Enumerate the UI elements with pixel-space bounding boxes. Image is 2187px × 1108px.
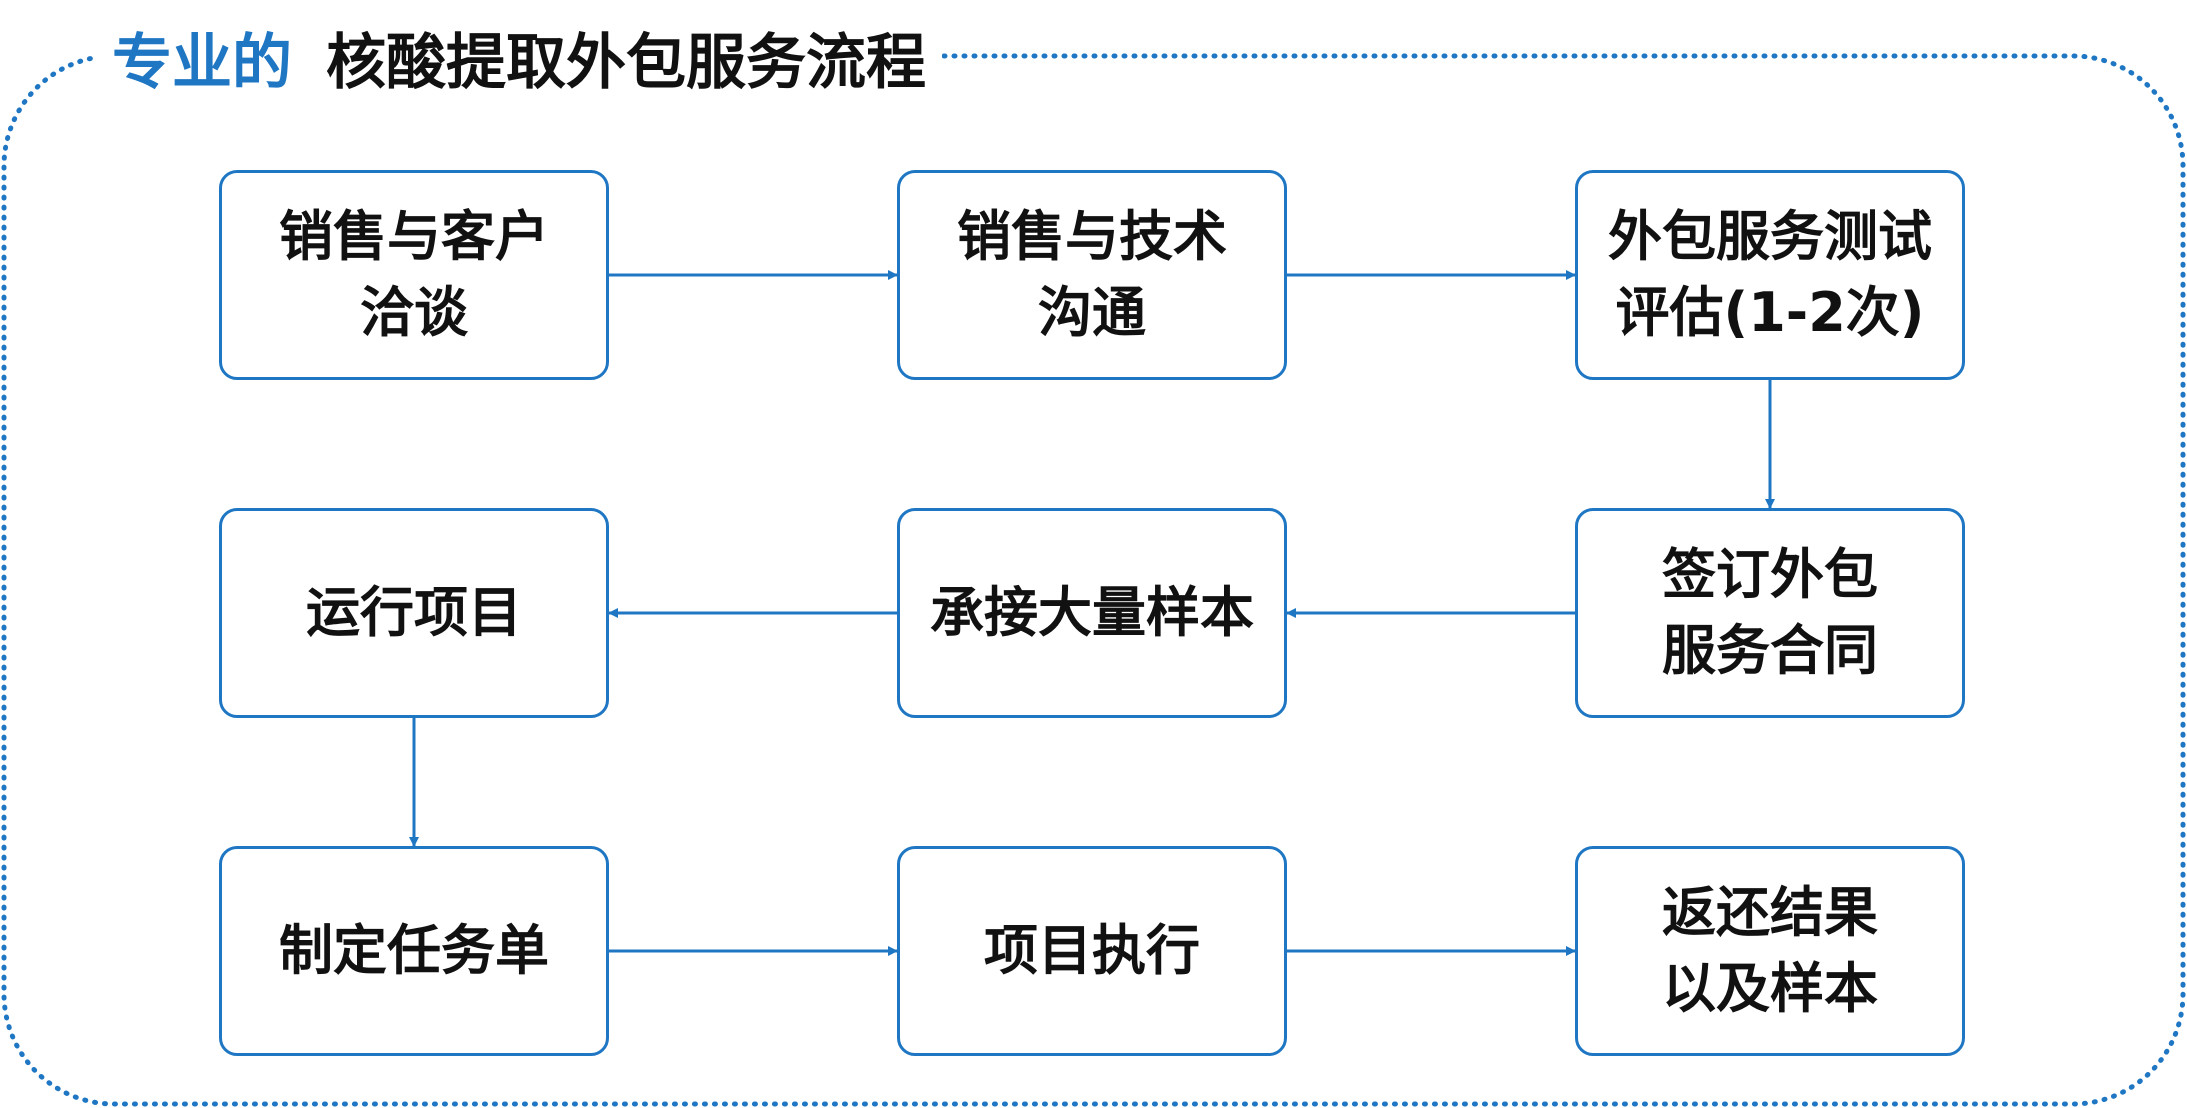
dotted-outer-frame: [1, 53, 2186, 1107]
flow-step-run-project: 运行项目: [219, 508, 609, 718]
flow-step-test-evaluation: 外包服务测试 评估(1-2次): [1575, 170, 1965, 380]
flow-step-line: 签订外包: [1662, 543, 1878, 606]
flow-step-line: 承接大量样本: [930, 581, 1254, 644]
flow-step-line: 服务合同: [1662, 619, 1878, 682]
flow-step-return-results: 返还结果 以及样本: [1575, 846, 1965, 1056]
flow-step-sign-contract: 签订外包 服务合同: [1575, 508, 1965, 718]
title-accent: 专业的: [112, 28, 292, 98]
flow-step-line: 销售与技术: [957, 205, 1227, 268]
flow-step-line: 评估(1-2次): [1615, 281, 1925, 344]
flow-step-accept-samples: 承接大量样本: [897, 508, 1287, 718]
flow-step-sales-tech-communication: 销售与技术 沟通: [897, 170, 1287, 380]
flow-step-create-task-sheet: 制定任务单: [219, 846, 609, 1056]
flow-step-line: 返还结果: [1662, 881, 1878, 944]
flow-step-line: 项目执行: [984, 919, 1200, 982]
flow-step-project-execution: 项目执行: [897, 846, 1287, 1056]
connector-layer: [409, 270, 1775, 956]
flow-step-line: 沟通: [1038, 281, 1146, 344]
flow-step-line: 制定任务单: [279, 919, 549, 982]
page-title: 专业的 核酸提取外包服务流程: [96, 18, 942, 108]
flow-step-line: 以及样本: [1662, 957, 1878, 1020]
title-main: 核酸提取外包服务流程: [326, 28, 926, 98]
flow-step-line: 销售与客户: [279, 205, 549, 268]
flow-step-line: 运行项目: [306, 581, 522, 644]
flow-step-sales-client-talk: 销售与客户 洽谈: [219, 170, 609, 380]
flow-step-line: 外包服务测试: [1608, 205, 1932, 268]
flow-step-line: 洽谈: [360, 281, 468, 344]
